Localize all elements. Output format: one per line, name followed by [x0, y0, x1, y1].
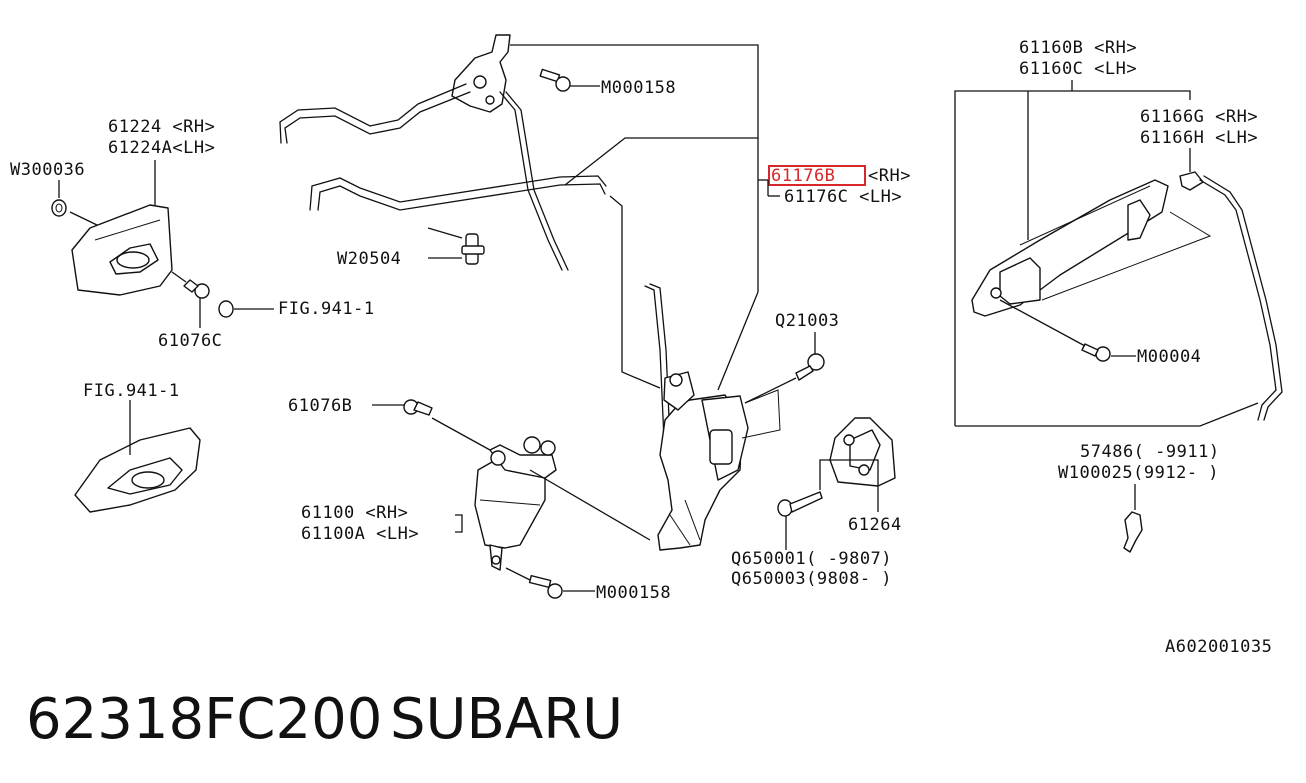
label-61264: 61264	[848, 515, 902, 535]
label-w300036: W300036	[10, 160, 85, 180]
label-61160c: 61160C <LH>	[1019, 59, 1137, 79]
inner-handle-icon	[71, 204, 173, 296]
screw-icon	[183, 279, 210, 299]
bolt-icon	[1081, 343, 1111, 362]
door-lock-actuator-icon	[474, 436, 557, 571]
clip-icon	[461, 233, 485, 265]
label-reference-code: A602001035	[1165, 637, 1272, 657]
washer-icon	[51, 199, 67, 217]
reference-circle-icon	[218, 300, 234, 318]
label-61076b: 61076B	[288, 396, 352, 416]
clip-icon	[1179, 171, 1204, 191]
caption-brand: SUBARU	[390, 687, 623, 752]
label-m000158-top: M000158	[601, 78, 676, 98]
striker-icon	[829, 417, 896, 487]
label-57486: 57486( -9911)	[1080, 442, 1220, 462]
label-61100: 61100 <RH>	[301, 503, 408, 523]
bolt-icon	[528, 574, 563, 599]
label-61160b: 61160B <RH>	[1019, 38, 1137, 58]
upper-linkage-assembly	[279, 34, 768, 391]
label-m000158-bottom: M000158	[596, 583, 671, 603]
label-q650003: Q650003(9808- )	[731, 569, 892, 589]
label-fig941-top: FIG.941-1	[278, 299, 375, 319]
label-61176c: 61176C <LH>	[784, 187, 902, 207]
door-lock-assembly	[644, 283, 781, 551]
label-61076c: 61076C	[158, 331, 222, 351]
label-w20504: W20504	[337, 249, 401, 269]
label-m00004: M00004	[1137, 347, 1201, 367]
bolt-icon	[403, 399, 433, 416]
escutcheon-icon	[74, 427, 201, 513]
label-61224a: 61224A<LH>	[108, 138, 215, 158]
label-61166g: 61166G <RH>	[1140, 107, 1258, 127]
outer-handle-group	[954, 80, 1259, 427]
label-61176b-side: <RH>	[868, 166, 911, 186]
screw-icon	[795, 353, 825, 381]
label-61224: 61224 <RH>	[108, 117, 215, 137]
label-q650001: Q650001( -9807)	[731, 549, 892, 569]
label-w100025: W100025(9912- )	[1058, 463, 1219, 483]
label-61100a: 61100A <LH>	[301, 524, 419, 544]
label-61176b: 61176B	[771, 166, 835, 186]
highlight-box-61176b	[768, 165, 866, 186]
screw-icon	[777, 491, 823, 517]
label-61166h: 61166H <LH>	[1140, 128, 1258, 148]
caption-part-number: 62318FC200	[26, 687, 382, 752]
retainer-clip-icon	[1123, 511, 1143, 553]
part-labels: M000158 61176B <RH> 61176C <LH> W20504 6…	[10, 38, 1272, 657]
label-q21003: Q21003	[775, 311, 839, 331]
label-fig941-bottom: FIG.941-1	[83, 381, 180, 401]
outer-handle-icon	[971, 179, 1212, 317]
bolt-icon	[539, 68, 571, 92]
